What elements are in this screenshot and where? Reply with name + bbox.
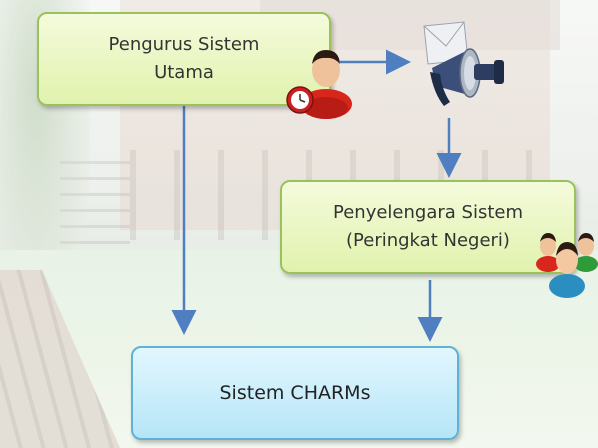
user-clock-icon (286, 50, 352, 119)
megaphone-email-icon (423, 21, 504, 106)
node-penyelengara-sistem: Penyelengara Sistem (Peringkat Negeri) (280, 180, 576, 274)
node-pengurus-line-1: Pengurus Sistem (108, 34, 260, 55)
user-group-icon (536, 233, 598, 298)
node-pengurus-line-2: Utama (154, 62, 214, 83)
node-penyelengara-line-2: (Peringkat Negeri) (346, 230, 510, 251)
node-penyelengara-line-1: Penyelengara Sistem (333, 202, 523, 223)
node-sistem-charms: Sistem CHARMs (131, 346, 459, 440)
node-charms-label: Sistem CHARMs (219, 382, 371, 404)
node-pengurus-sistem-utama: Pengurus Sistem Utama (37, 12, 331, 106)
